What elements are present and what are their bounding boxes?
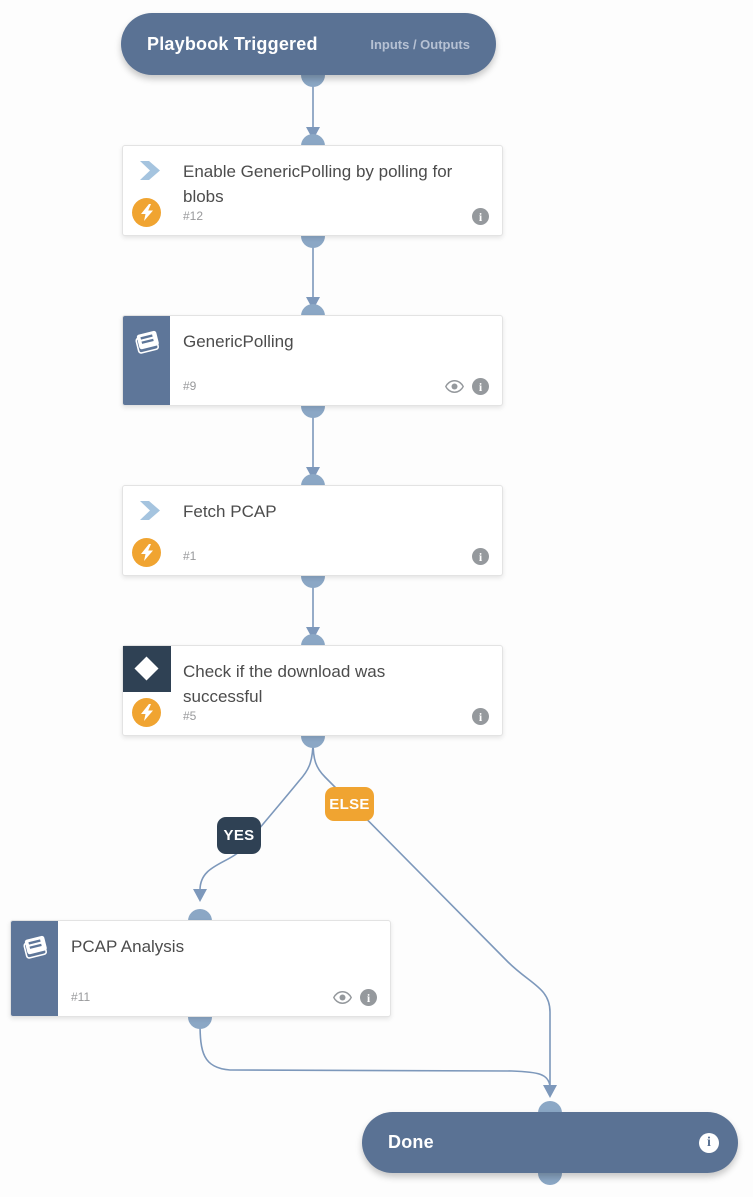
eye-icon[interactable] — [333, 991, 352, 1004]
book-icon — [133, 328, 160, 354]
edge-else — [312, 740, 551, 1086]
playbook-trigger-node[interactable]: Playbook Triggered Inputs / Outputs — [121, 13, 496, 75]
automation-chevron-icon — [139, 501, 161, 520]
edge-task11-done — [199, 1021, 551, 1087]
info-icon[interactable] — [699, 1132, 719, 1153]
edge-yes — [199, 740, 314, 891]
task-id: #11 — [71, 990, 91, 1004]
info-icon[interactable] — [360, 989, 377, 1006]
task-title: Enable GenericPolling by polling for blo… — [183, 162, 453, 206]
task-id: #1 — [183, 549, 197, 563]
task-card-genericpolling[interactable]: GenericPolling #9 — [122, 315, 503, 406]
eye-icon[interactable] — [445, 380, 464, 393]
info-icon[interactable] — [472, 378, 489, 395]
info-icon[interactable] — [472, 548, 489, 565]
inputs-outputs-link[interactable]: Inputs / Outputs — [370, 36, 470, 52]
diamond-icon — [134, 656, 159, 681]
branch-label-else[interactable]: ELSE — [325, 787, 374, 821]
done-title: Done — [388, 1132, 434, 1152]
lightning-icon — [132, 538, 161, 567]
lightning-icon — [132, 198, 161, 227]
branch-label-yes[interactable]: YES — [217, 817, 261, 854]
task-id: #5 — [183, 709, 197, 723]
automation-chevron-icon — [139, 161, 161, 180]
playbook-trigger-title: Playbook Triggered — [147, 33, 318, 54]
task-card-fetch-pcap[interactable]: Fetch PCAP #1 — [122, 485, 503, 576]
task-card-enable-genericpolling[interactable]: Enable GenericPolling by polling for blo… — [122, 145, 503, 236]
task-title: Fetch PCAP — [183, 502, 277, 521]
task-card-check-download[interactable]: Check if the download was successful #5 — [122, 645, 503, 736]
task-id: #12 — [183, 209, 204, 223]
task-card-pcap-analysis[interactable]: PCAP Analysis #11 — [10, 920, 391, 1017]
task-title: GenericPolling — [183, 332, 294, 351]
book-icon — [21, 933, 48, 959]
lightning-icon — [132, 698, 161, 727]
done-node[interactable]: Done — [362, 1112, 738, 1173]
task-title: Check if the download was successful — [183, 662, 386, 706]
sub-playbook-sidebar — [11, 921, 58, 1016]
connector-nodes — [188, 75, 562, 1185]
info-icon[interactable] — [472, 708, 489, 725]
task-id: #9 — [183, 379, 197, 393]
arrowheads — [193, 127, 557, 1098]
sub-playbook-sidebar — [123, 316, 170, 405]
condition-square — [123, 646, 171, 692]
info-icon[interactable] — [472, 208, 489, 225]
task-title: PCAP Analysis — [71, 937, 185, 956]
